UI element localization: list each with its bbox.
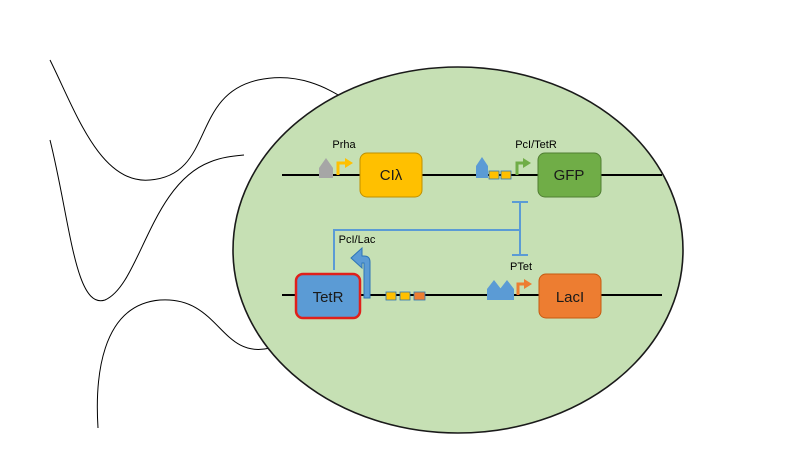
promoter-label-prha: Prha (332, 139, 356, 151)
promoter-label-ptet: PTet (510, 261, 532, 273)
binding-site-3 (385, 291, 397, 301)
gene-box-cl-lambda (359, 152, 423, 198)
binding-site-5 (413, 291, 426, 301)
gene-label-cl-lambda: CIλ (380, 167, 403, 184)
binding-site-4 (399, 291, 411, 301)
operator-blue-icon (476, 157, 488, 178)
flagellum-1 (49, 59, 346, 181)
promoter-arrow-prha-icon (336, 158, 353, 175)
promoter-arrow-pci-lac-icon (350, 246, 371, 299)
gene-label-laci: LacI (556, 289, 584, 306)
promoter-arrow-pci-tetr-icon (515, 158, 531, 175)
cell-body (232, 66, 684, 434)
binding-site-1 (488, 170, 500, 180)
gene-box-laci (538, 273, 602, 319)
binding-site-2 (500, 170, 512, 180)
regulation-lines (333, 201, 528, 270)
gene-label-tetr: TetR (313, 289, 344, 306)
promoter-label-pci-tetr: PcI/TetR (515, 139, 557, 151)
operator-blue-icon (487, 280, 501, 300)
flagellum-2 (49, 139, 245, 302)
operator-gray-icon (319, 158, 333, 178)
promoter-arrow-ptet-icon (516, 279, 532, 295)
operator-blue-icon (500, 280, 514, 300)
promoter-label-pci-lac: PcI/Lac (339, 234, 376, 246)
gene-box-gfp (537, 152, 602, 198)
gene-label-gfp: GFP (554, 167, 585, 184)
gene-box-tetr (294, 272, 362, 320)
